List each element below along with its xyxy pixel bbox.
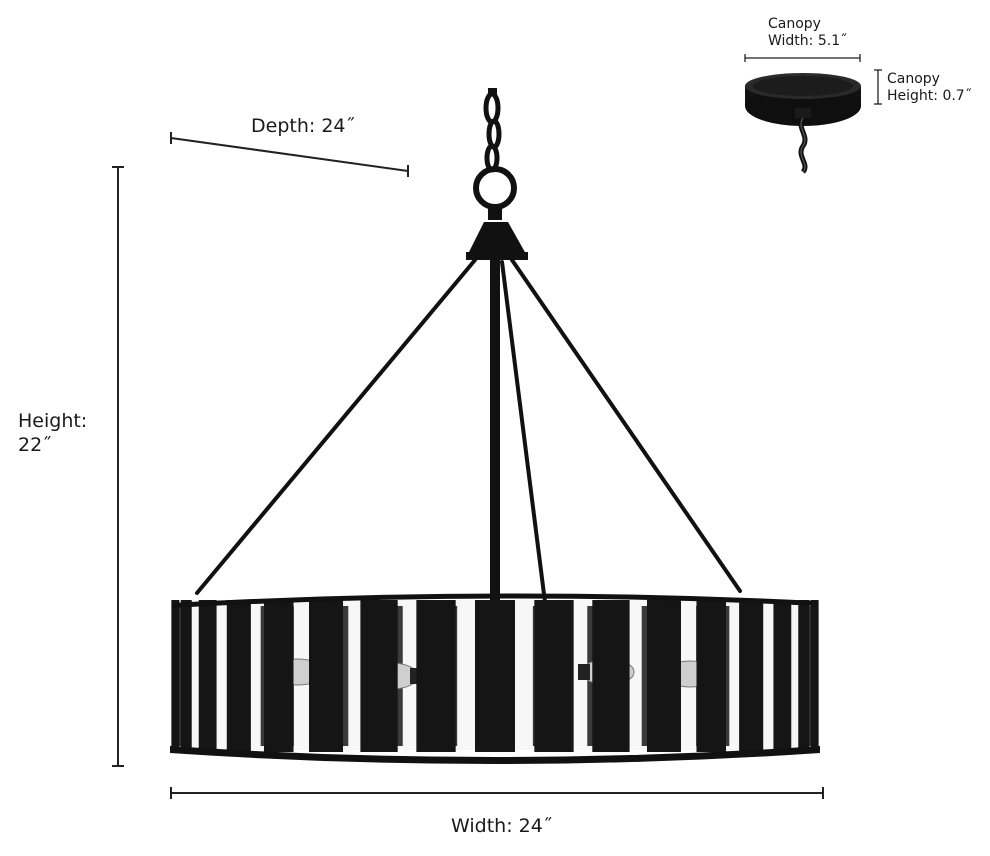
height-label: Height: 22˝	[18, 410, 88, 456]
canopy-width-label: Canopy Width: 5.1˝	[768, 16, 848, 49]
outer-slat	[198, 600, 217, 752]
outer-slat	[739, 600, 764, 752]
outer-slat	[646, 600, 681, 752]
depth-label: Depth: 24˝	[251, 115, 356, 137]
outer-slat	[696, 600, 727, 752]
inner-slat	[641, 606, 648, 746]
canopy-width-dimension-line	[744, 54, 861, 62]
canopy-height-label: Canopy Height: 0.7˝	[887, 71, 972, 104]
outer-slat	[592, 600, 630, 752]
bottom-rim	[170, 746, 820, 764]
outer-slat	[810, 600, 819, 752]
canopy-detail	[745, 73, 861, 174]
drum-shade	[170, 593, 820, 764]
outer-slat	[773, 600, 792, 752]
outer-slat	[263, 600, 294, 752]
chain	[473, 88, 517, 220]
outer-slat	[798, 600, 810, 752]
width-label: Width: 24˝	[451, 815, 553, 837]
outer-slat	[171, 600, 180, 752]
width-dimension-line	[170, 787, 824, 799]
top-rim	[172, 593, 818, 608]
outer-slat	[180, 600, 192, 752]
inner-slat	[260, 606, 267, 746]
outer-slats	[171, 600, 819, 752]
outer-slat	[226, 600, 251, 752]
depth-dimension-line	[170, 132, 409, 177]
height-dimension-line	[112, 166, 124, 767]
outer-slat	[309, 600, 344, 752]
outer-slat	[360, 600, 398, 752]
outer-slat	[416, 600, 456, 752]
outer-slat	[534, 600, 574, 752]
inner-slat	[723, 606, 730, 746]
inner-slat	[342, 606, 349, 746]
canopy-height-dimension-line	[874, 69, 882, 105]
outer-slat	[475, 600, 515, 752]
